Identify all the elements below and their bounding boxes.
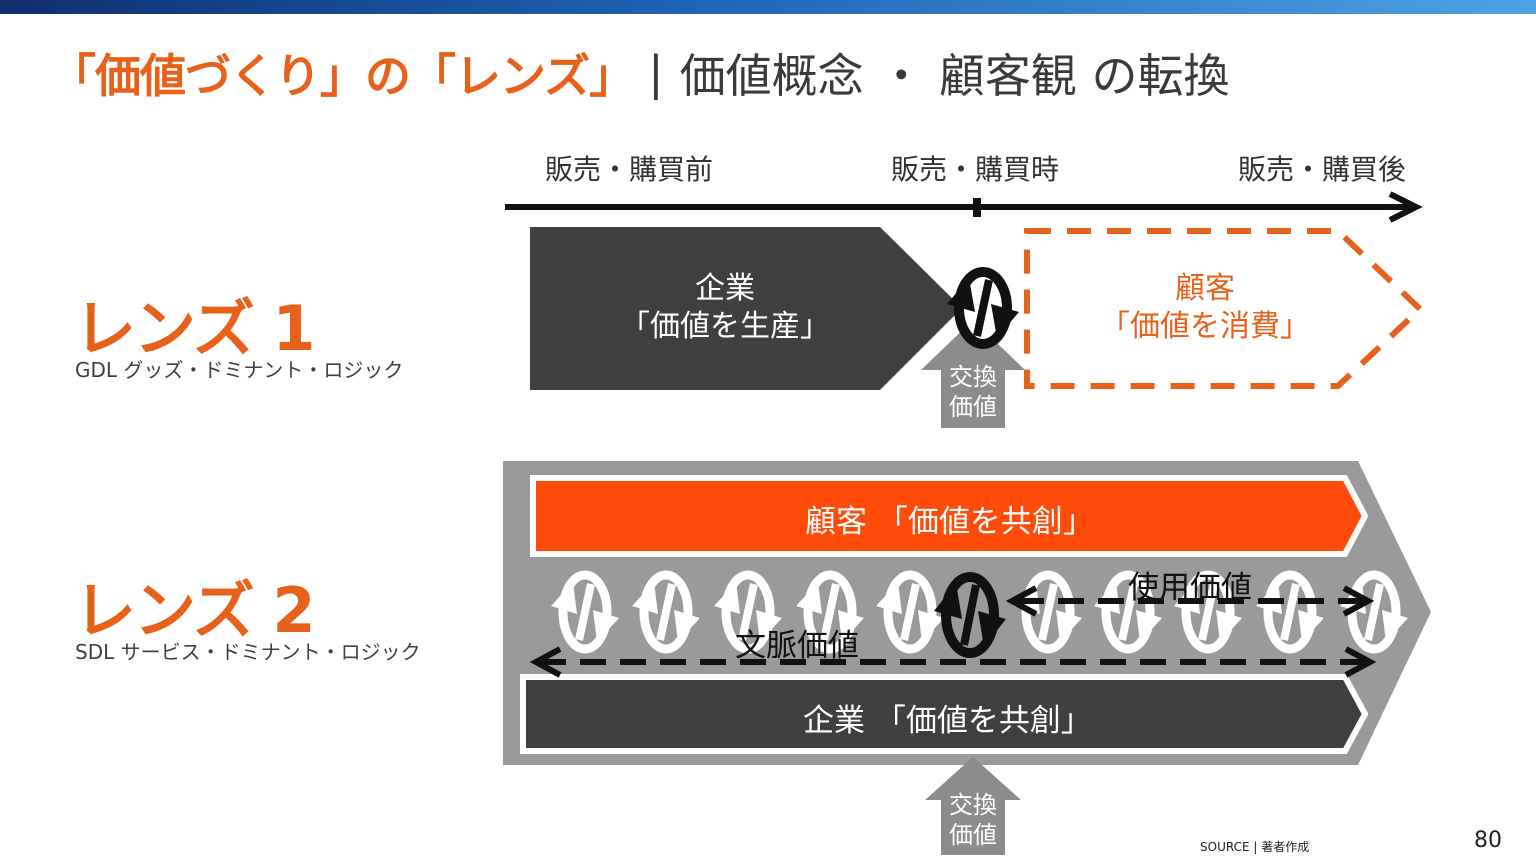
use-value-arrow bbox=[1005, 585, 1375, 617]
lens2-exchange-arrow bbox=[925, 757, 1021, 855]
lens1-exchange-line2: 価値 bbox=[949, 393, 997, 421]
page-number: 80 bbox=[1474, 828, 1502, 853]
lens2-exchange-line2: 価値 bbox=[949, 821, 997, 849]
lens1-subtitle: GDL グッズ・ドミナント・ロジック bbox=[75, 358, 404, 382]
lens1-exchange-text: 交換 価値 bbox=[941, 362, 1005, 422]
lens1-customer-text: 顧客 「価値を消費」 bbox=[1080, 270, 1330, 346]
title-accent: 「価値づくり」の「レンズ」 bbox=[50, 49, 635, 103]
title-main: 価値概念 ・ 顧客観 の転換 bbox=[679, 49, 1230, 103]
timeline-before-label: 販売・購買前 bbox=[545, 153, 714, 186]
lens1-company-box bbox=[530, 227, 962, 390]
lens2-company-bar-text: 企業 「価値を共創」 bbox=[803, 703, 1092, 739]
slide-title: 「価値づくり」の「レンズ」 | 価値概念 ・ 顧客観 の転換 bbox=[50, 38, 1229, 108]
lens1-company-line2: 「価値を生産」 bbox=[620, 309, 830, 344]
timeline-after-label: 販売・購買後 bbox=[1238, 153, 1407, 186]
context-value-label: 文脈価値 bbox=[735, 628, 859, 664]
lens1-customer-line2: 「価値を消費」 bbox=[1100, 309, 1310, 344]
lens2-title: レンズ 2 bbox=[74, 574, 315, 647]
lens1-customer-box bbox=[1024, 228, 1425, 389]
lens1-title: レンズ 1 bbox=[74, 292, 315, 365]
lens1-customer-line1: 顧客 bbox=[1175, 271, 1235, 306]
use-value-label: 使用価値 bbox=[1128, 570, 1252, 606]
lens2-exchange-line1: 交換 bbox=[949, 791, 997, 819]
lens2-subtitle: SDL サービス・ドミナント・ロジック bbox=[75, 640, 421, 664]
lens1-company-line1: 企業 bbox=[695, 271, 755, 306]
top-banner bbox=[0, 0, 1536, 14]
timeline-arrow bbox=[505, 191, 1423, 223]
lens2-exchange-text: 交換 価値 bbox=[941, 790, 1005, 850]
lens2-center-cycle-icon bbox=[934, 572, 1006, 658]
lens1-exchange-cycle-icon bbox=[947, 267, 1019, 349]
lens2-customer-bar bbox=[530, 475, 1369, 557]
context-value-arrow bbox=[529, 646, 1377, 678]
lens1-exchange-arrow bbox=[921, 320, 1025, 428]
lens1-exchange-line1: 交換 bbox=[949, 363, 997, 391]
timeline-during-label: 販売・購買時 bbox=[891, 153, 1060, 186]
lens1-company-text: 企業 「価値を生産」 bbox=[600, 270, 850, 346]
title-separator: | bbox=[648, 46, 664, 100]
source-note: SOURCE | 著者作成 bbox=[1200, 840, 1310, 854]
lens2-customer-bar-text: 顧客 「価値を共創」 bbox=[805, 504, 1094, 540]
lens2-company-bar bbox=[520, 674, 1369, 754]
